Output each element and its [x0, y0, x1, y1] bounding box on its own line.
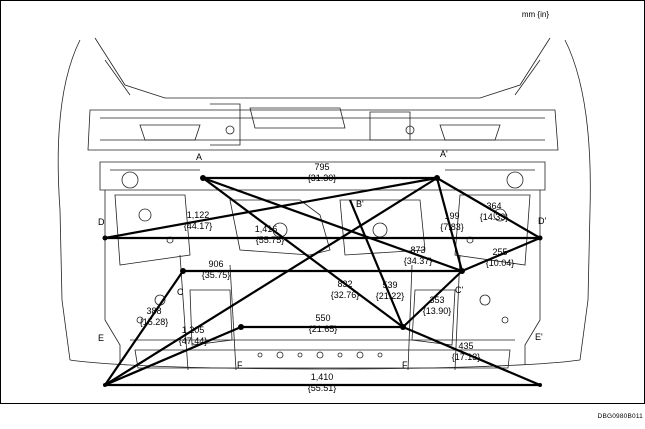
dim-a-fright: 832 {32.76}	[331, 279, 360, 300]
dim-value-in: {55.75}	[256, 235, 285, 245]
figure-code: DBG0980B011	[597, 413, 643, 420]
dim-line-bprime-fright	[348, 199, 405, 328]
dim-aprime-dprime: 364 {14.33}	[480, 201, 509, 222]
dim-value-mm: 873	[410, 245, 425, 255]
dim-value-in: {13.90}	[423, 306, 452, 316]
label-f-left: F	[237, 360, 243, 370]
dim-value-mm: 1,410	[311, 372, 334, 382]
dim-value-mm: 388	[146, 306, 161, 316]
dim-value-mm: 1,416	[255, 224, 278, 234]
dim-a-cprime: 873 {34.37}	[404, 245, 433, 266]
body-holes	[121, 125, 524, 359]
dim-line-dprime-cprime	[461, 236, 541, 273]
dim-fright-eprime: 435 {17.13}	[452, 341, 481, 362]
dimension-lines	[104, 176, 541, 387]
dim-value-mm: 364	[486, 201, 501, 211]
dim-value-in: {44.17}	[184, 221, 213, 231]
dim-line-a-cprime	[202, 176, 463, 273]
dim-e-aprime: 1,205 {47.44}	[179, 325, 208, 346]
dim-value-in: {47.44}	[179, 336, 208, 346]
dim-value-in: {7.83}	[440, 222, 464, 232]
dim-value-in: {14.33}	[480, 212, 509, 222]
label-f-right: F	[402, 360, 408, 370]
dim-value-mm: 550	[315, 313, 330, 323]
dim-value-in: {55.51}	[308, 383, 337, 393]
label-a: A	[196, 152, 202, 162]
dim-value-mm: 1,122	[187, 210, 210, 220]
dim-cprime-fright: 353 {13.90}	[423, 295, 452, 316]
dim-line-a-fright	[202, 177, 404, 328]
label-b-prime: B'	[356, 199, 364, 209]
dim-value-in: {31.30}	[308, 173, 337, 183]
dim-value-mm: 435	[458, 341, 473, 351]
dim-c-e: 388 {15.28}	[140, 306, 169, 327]
label-c: C	[177, 287, 184, 297]
dim-a-fleft: 539 {21.22}	[376, 280, 405, 301]
dim-value-in: {35.75}	[202, 270, 231, 280]
dim-value-mm: 353	[429, 295, 444, 305]
label-e-prime: E'	[535, 332, 543, 342]
label-a-prime: A'	[440, 149, 448, 159]
dim-value-in: {34.37}	[404, 256, 433, 266]
dim-line-d-aprime	[104, 176, 438, 240]
dim-line-aprime-cprime	[435, 177, 464, 272]
label-c-prime: C'	[455, 285, 463, 295]
dim-line-fright-eprime	[402, 325, 541, 387]
dim-a-dprime: 1,122 {44.17}	[184, 210, 213, 231]
dim-line-cprime-fright	[402, 270, 463, 328]
dim-a-aprime: 795 {31.30}	[308, 162, 337, 183]
diagram-border	[0, 0, 645, 404]
dim-value-mm: 199	[444, 211, 459, 221]
dim-value-mm: 255	[492, 247, 507, 257]
dim-dprime-cprime: 255 {10.04}	[486, 247, 515, 268]
dim-line-e-fleft	[104, 325, 242, 387]
point-labels: A A' B' C C' D D' E E' F F	[98, 149, 546, 370]
dim-d-dprime: 1,416 {55.75}	[255, 224, 285, 245]
dim-value-mm: 539	[382, 280, 397, 290]
dim-value-mm: 1,205	[182, 325, 205, 335]
dim-e-eprime: 1,410 {55.51}	[308, 372, 337, 393]
dim-aprime-cprime: 199 {7.83}	[440, 211, 464, 232]
dim-line-aprime-dprime	[436, 177, 541, 239]
dim-value-in: {10.04}	[486, 258, 515, 268]
dim-line-e-aprime	[104, 177, 438, 386]
dim-value-in: {21.22}	[376, 291, 405, 301]
dim-value-in: {32.76}	[331, 290, 360, 300]
dim-value-in: {17.13}	[452, 352, 481, 362]
label-e: E	[98, 333, 104, 343]
dim-value-mm: 832	[337, 279, 352, 289]
dim-c-cprime: 906 {35.75}	[202, 259, 231, 280]
dim-value-in: {15.28}	[140, 317, 169, 327]
dim-value-mm: 906	[208, 259, 223, 269]
unit-label: mm {in}	[521, 10, 549, 19]
label-d-prime: D'	[538, 216, 546, 226]
dimension-labels: 795 {31.30} 1,122 {44.17} 1,416 {55.75} …	[140, 162, 515, 393]
dim-value-mm: 795	[314, 162, 329, 172]
label-d: D	[98, 217, 105, 227]
dim-line-c-e	[104, 270, 184, 386]
dim-value-in: {21.65}	[309, 324, 338, 334]
dim-f-f: 550 {21.65}	[309, 313, 338, 334]
